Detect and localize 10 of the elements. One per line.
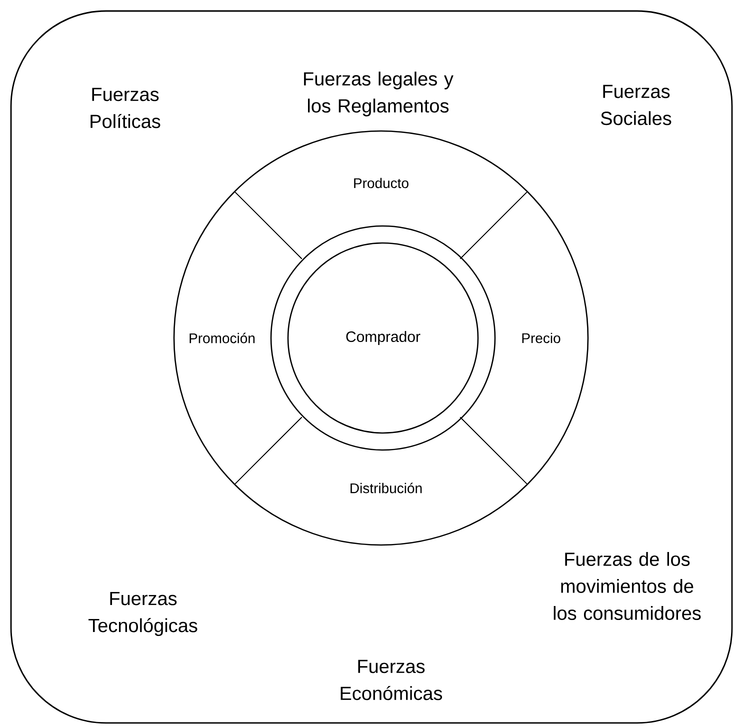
ring-segment: Producto — [234, 130, 528, 260]
force-label: Fuerzas Económicas — [340, 660, 442, 700]
force-label: Fuerzas Tecnológicas — [88, 592, 198, 636]
ring-segment: Precio — [460, 191, 589, 485]
force-label: Fuerzas de los movimientos de los consumidores — [554, 552, 701, 620]
ring-segment: Promoción — [173, 191, 302, 485]
ring-segment: Distribución — [234, 416, 528, 546]
force-label: Fuerzas Sociales — [600, 84, 672, 126]
force-label: Fuerzas Políticas — [90, 88, 160, 128]
frame-box — [10, 10, 733, 724]
